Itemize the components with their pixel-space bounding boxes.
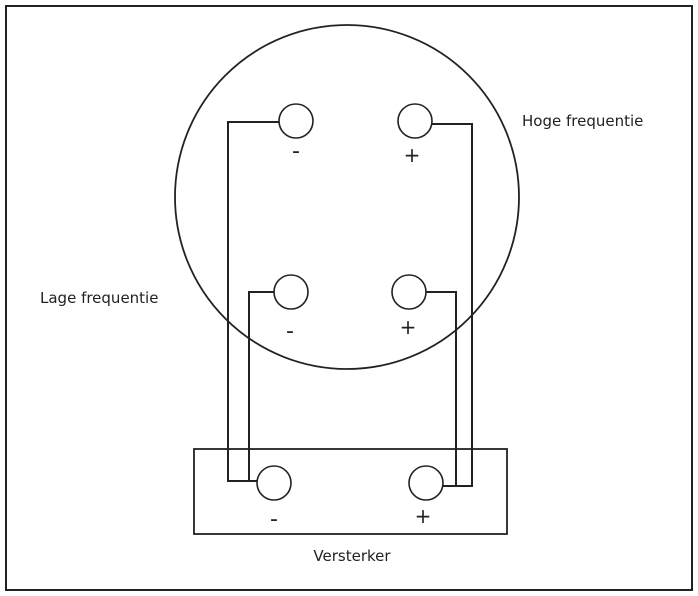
label-high-frequency: Hoge frequentie [522,112,643,130]
terminal-amp-positive [408,465,444,501]
terminal-amp-negative [256,465,292,501]
wire-low-positive [426,291,457,486]
wire-high-positive [432,123,473,487]
label-low-positive: + [400,315,417,339]
label-low-negative: - [286,319,294,344]
label-amplifier: Versterker [313,547,391,565]
label-amp-positive: + [415,504,432,528]
amplifier-box [193,448,508,535]
outer-frame [5,5,693,591]
label-amp-negative: - [270,507,278,532]
terminal-high-positive [397,103,433,139]
label-high-positive: + [404,143,421,167]
label-low-frequency: Lage frequentie [40,289,158,307]
speaker-enclosure [174,24,520,370]
wire-low-negative [248,291,274,481]
terminal-low-negative [273,274,309,310]
terminal-low-positive [391,274,427,310]
terminal-high-negative [278,103,314,139]
wire-high-negative [227,121,279,482]
label-high-negative: - [292,139,300,164]
